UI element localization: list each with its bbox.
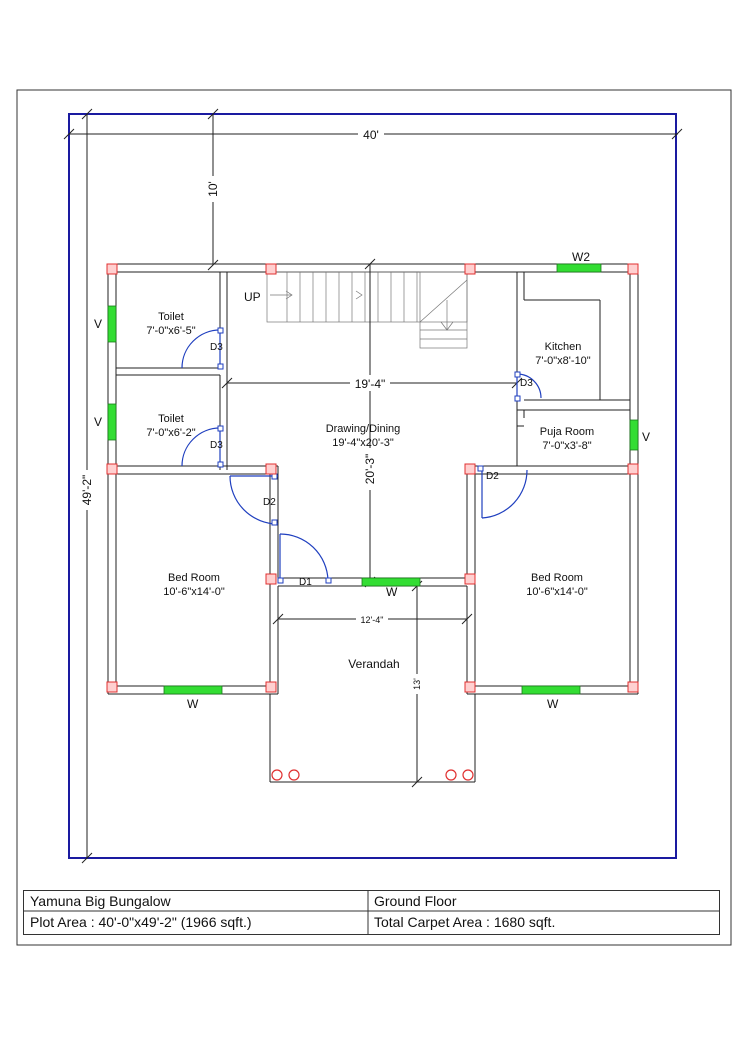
verandah-name: Verandah xyxy=(348,657,399,671)
carpet-area: Total Carpet Area : 1680 sqft. xyxy=(374,914,556,930)
vent-tag: V xyxy=(94,317,102,331)
kitchen-name: Kitchen xyxy=(545,341,582,353)
verandah-depth-label: 13' xyxy=(412,678,422,690)
verandah-width-label: 12'-4" xyxy=(361,615,384,625)
door-tag: D3 xyxy=(210,342,223,353)
door-tag: D3 xyxy=(210,440,223,451)
plot-width-label: 40' xyxy=(363,128,379,142)
plot-depth-label: 49'-2" xyxy=(80,475,94,506)
bed-right-size: 10'-6"x14'-0" xyxy=(526,586,588,598)
hall-depth-label: 20'-3" xyxy=(363,454,377,485)
windows xyxy=(107,263,639,695)
verandah-pillars xyxy=(271,769,474,781)
setback-label: 10' xyxy=(206,181,220,197)
toilet-2-size: 7'-0"x6'-2" xyxy=(146,427,195,439)
dimension-verandah xyxy=(272,580,473,788)
puja-size: 7'-0"x3'-8" xyxy=(542,440,591,452)
project-name: Yamuna Big Bungalow xyxy=(30,893,171,909)
window-tag: W xyxy=(547,697,559,711)
floor-name: Ground Floor xyxy=(374,893,457,909)
plot-area: Plot Area : 40'-0"x49'-2" (1966 sqft.) xyxy=(30,914,252,930)
door-tag: D2 xyxy=(486,471,499,482)
vent-tag: V xyxy=(94,415,102,429)
staircase xyxy=(266,271,468,349)
door-tag: D1 xyxy=(299,577,312,588)
title-block: Yamuna Big Bungalow Ground Floor Plot Ar… xyxy=(23,890,720,935)
hall-name: Drawing/Dining xyxy=(326,423,401,435)
stair-up-label: UP xyxy=(244,290,261,304)
window-tag: W2 xyxy=(572,250,590,264)
door-hinges xyxy=(217,327,521,584)
bed-right-name: Bed Room xyxy=(531,572,583,584)
puja-name: Puja Room xyxy=(540,426,594,438)
bed-left-name: Bed Room xyxy=(168,572,220,584)
columns xyxy=(106,263,639,693)
vent-tag: V xyxy=(642,430,650,444)
window-tag: W xyxy=(386,585,398,599)
bed-left-size: 10'-6"x14'-0" xyxy=(163,586,225,598)
window-tag: W xyxy=(187,697,199,711)
door-tag: D2 xyxy=(263,497,276,508)
toilet-1-name: Toilet xyxy=(158,311,184,323)
hall-width-label: 19'-4" xyxy=(355,377,386,391)
toilet-1-size: 7'-0"x6'-5" xyxy=(146,325,195,337)
toilet-2-name: Toilet xyxy=(158,413,184,425)
door-swings xyxy=(181,329,542,581)
kitchen-size: 7'-0"x8'-10" xyxy=(535,355,591,367)
door-tag: D3 xyxy=(520,378,533,389)
hall-size: 19'-4"x20'-3" xyxy=(332,437,394,449)
sheet-border xyxy=(16,89,732,946)
walls xyxy=(107,263,639,783)
plot-boundary xyxy=(68,113,677,859)
